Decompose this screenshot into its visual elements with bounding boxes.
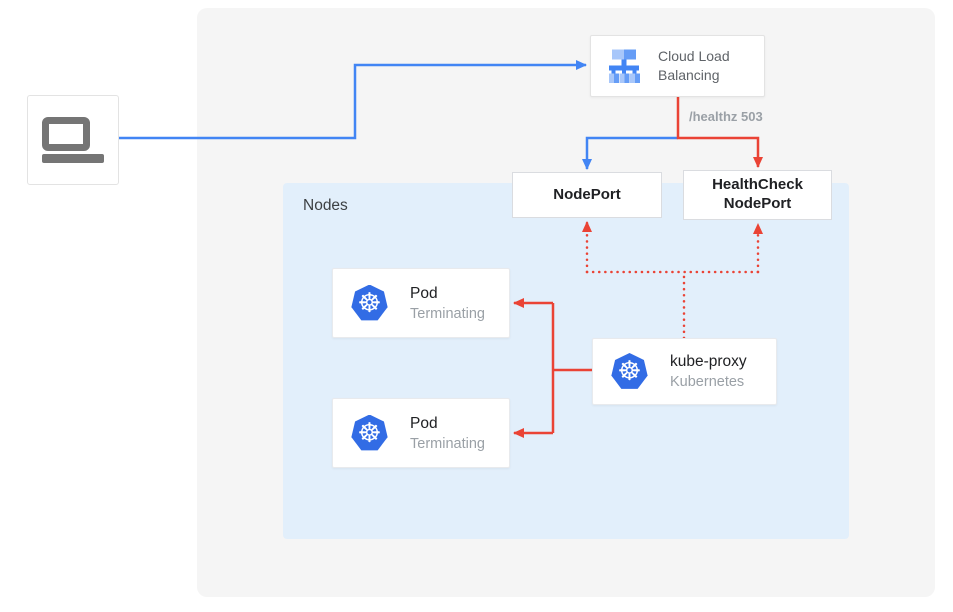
pod-2-title: Pod bbox=[410, 414, 438, 432]
connector-clb-to-nodeport bbox=[582, 136, 678, 170]
healthz-status-label: /healthz 503 bbox=[689, 109, 763, 124]
kube-proxy-subtitle: Kubernetes bbox=[670, 374, 745, 390]
nodes-container-label: Nodes bbox=[303, 197, 348, 214]
pod-2-status: Terminating bbox=[410, 435, 485, 452]
pod-1-title: Pod bbox=[410, 284, 438, 302]
pod-2-node: ☸ Pod Terminating bbox=[332, 398, 510, 468]
kubernetes-icon: ☸ bbox=[351, 284, 388, 321]
pod-1-node: ☸ Pod Terminating bbox=[332, 268, 510, 338]
pod-1-status: Terminating bbox=[410, 305, 485, 322]
client-node bbox=[27, 95, 119, 185]
nodeport-label: NodePort bbox=[553, 185, 621, 203]
healthcheck-nodeport-label-line2: NodePort bbox=[723, 195, 792, 212]
nodeport-node: NodePort bbox=[512, 172, 662, 218]
kubernetes-icon: ☸ bbox=[611, 353, 648, 389]
kube-proxy-title: kube-proxy bbox=[670, 353, 747, 370]
healthcheck-nodeport-node: HealthCheck NodePort bbox=[683, 170, 832, 220]
cloud-load-balancing-label: Cloud Load Balancing bbox=[658, 48, 730, 83]
kube-proxy-node: ☸ kube-proxy Kubernetes bbox=[592, 338, 777, 405]
cloud-load-balancing-icon bbox=[609, 49, 640, 83]
kubernetes-icon: ☸ bbox=[351, 414, 388, 451]
cloud-load-balancing-node: Cloud Load Balancing bbox=[590, 35, 765, 97]
laptop-icon bbox=[42, 117, 104, 163]
connector-client-to-clb bbox=[119, 60, 587, 140]
connector-clb-to-healthcheck-nodeport bbox=[676, 97, 763, 168]
healthcheck-nodeport-label-line1: HealthCheck bbox=[712, 176, 803, 194]
